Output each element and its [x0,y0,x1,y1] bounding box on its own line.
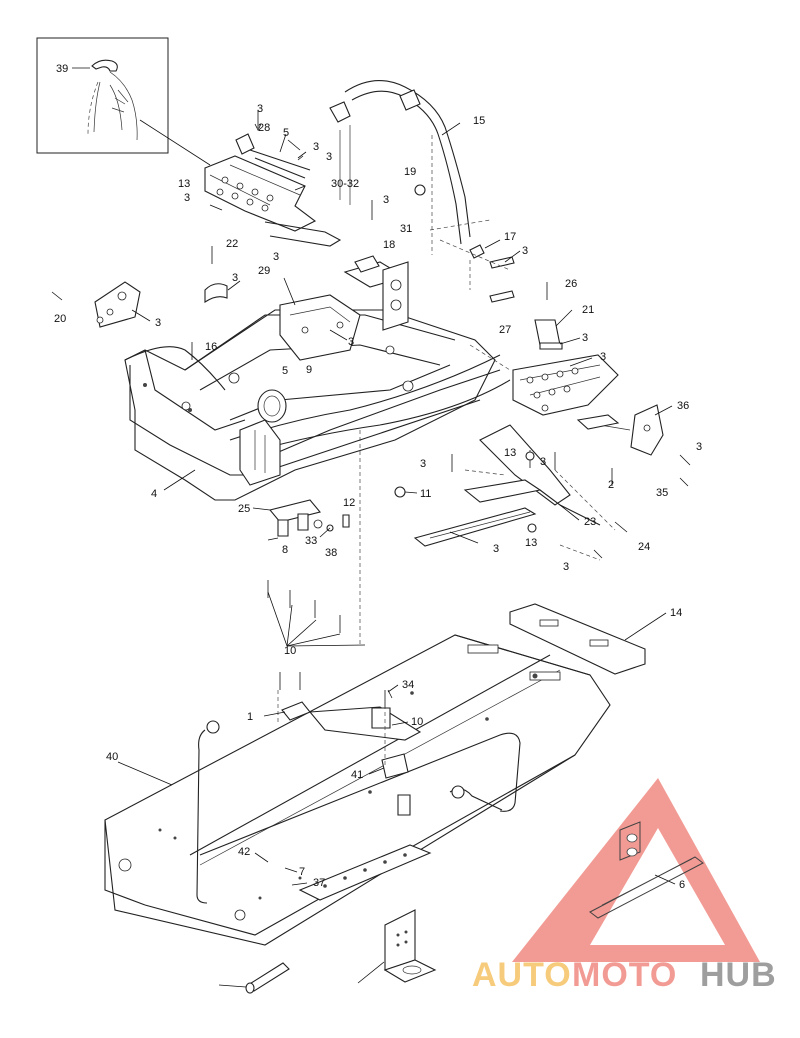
callout: 1 [247,711,253,723]
center-brackets [204,255,409,361]
callout: 3 [540,456,546,468]
callout: 5 [283,127,289,139]
callout: 29 [258,265,270,277]
callout: 11 [420,488,431,500]
callout: 3 [563,561,569,573]
plate-8 [509,603,646,675]
callout: 22 [226,238,238,250]
callout: 12 [343,497,355,509]
callout: 14 [670,607,682,619]
watermark-triangle-icon [512,778,760,962]
callout: 41 [351,769,363,781]
inset-detail [36,37,169,154]
callout: 3 [232,272,238,284]
callout: 23 [584,516,596,528]
callout: 13 [525,537,537,549]
callout: 35 [656,487,668,499]
suspension-arm [413,424,601,547]
callout: 3 [273,251,279,263]
tunnel [104,634,611,946]
callout: 42 [238,846,250,858]
callout: 10 [284,645,296,657]
callout: 26 [565,278,577,290]
callout: 3 [600,351,606,363]
callout: 4 [151,488,157,500]
callout: 13 [178,178,190,190]
running-board-right [512,319,619,416]
callout: 16 [205,341,217,353]
bracket-23 [269,499,350,537]
callout: 3 [582,332,588,344]
upper-frame [124,309,511,501]
callout: 24 [638,541,650,553]
callout: 3 [257,103,263,115]
bracket-9 [576,404,664,456]
callout: 40 [106,751,118,763]
assembly-guides [277,219,616,765]
callout: 34 [402,679,414,691]
watermark-logo: AUTO MOTO HUB [472,778,777,994]
callout: 3 [326,151,332,163]
callout: 3 [522,245,528,257]
running-board-left [204,133,342,247]
callout: 9 [306,364,312,376]
watermark-auto: AUTO [472,956,572,994]
callout: 5 [282,365,288,377]
callout: 20 [54,313,66,325]
callout: 8 [282,544,288,556]
callout: 19 [404,166,416,178]
callout: 28 [258,122,270,134]
callout-labels: 39 3 28 5 3 3 13 3 15 19 3 30-32 31 18 1… [54,63,702,891]
callout: 3 [383,194,389,206]
callout: 13 [504,447,516,459]
callout: 39 [56,63,68,75]
watermark-hub: HUB [700,956,777,994]
leader-lines [117,119,676,988]
bracket-6 [383,909,437,983]
steering-post [329,80,471,255]
callout: 27 [499,324,511,336]
callout: 10 [411,716,423,728]
callout: 3 [420,458,426,470]
callout: 3 [313,141,319,153]
callout: 18 [383,239,395,251]
callout: 3 [348,336,354,348]
callout: 38 [325,547,337,559]
callout: 25 [238,503,250,515]
callout: 17 [504,231,516,243]
fasteners [51,110,691,708]
watermark-moto: MOTO [572,956,677,994]
callout: 36 [677,400,689,412]
callout: 30-32 [331,178,359,190]
callout: 2 [608,479,614,491]
callout: 31 [400,223,412,235]
callout: 21 [582,304,594,316]
callout: 7 [299,866,305,878]
callout: 3 [184,192,190,204]
callout: 3 [155,317,161,329]
bracket-26 [94,281,141,328]
callout: 3 [493,543,499,555]
callout: 3 [696,441,702,453]
callout: 6 [679,879,685,891]
callout: 33 [305,535,317,547]
callout: 37 [313,877,325,889]
callout: 15 [473,115,485,127]
pin-37 [245,962,290,994]
